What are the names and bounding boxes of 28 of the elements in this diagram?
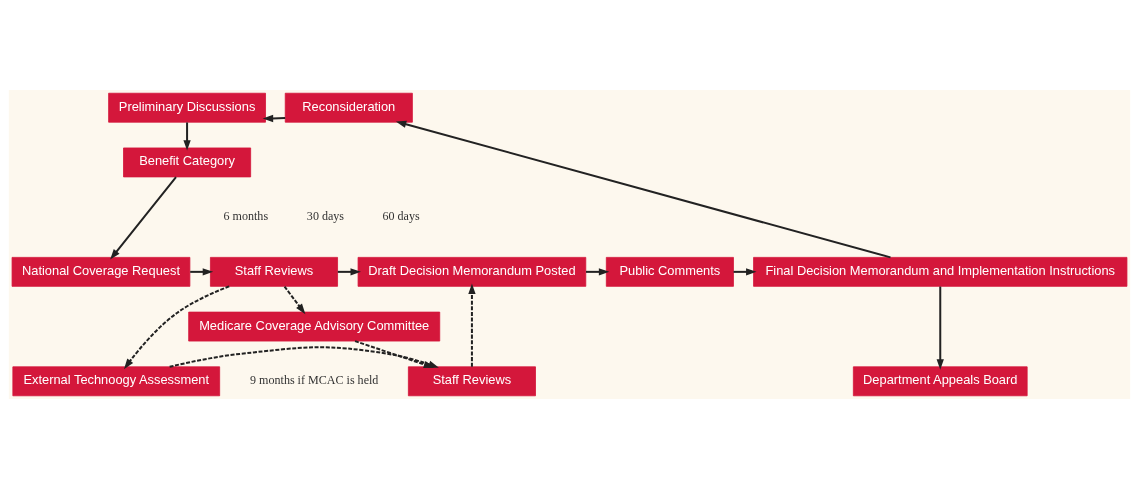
label: 60 days: [382, 208, 420, 223]
arrow: [337, 267, 361, 276]
node-box: Department Appeals Board: [852, 365, 1028, 396]
arrow: [354, 339, 435, 368]
arrow: [936, 286, 944, 370]
label: 6 months: [223, 208, 269, 223]
node-box: Final Decision Memorandum and Implementation Instructions: [753, 256, 1128, 287]
arrow: [395, 120, 891, 258]
arrow: [183, 121, 191, 151]
arrow: [123, 284, 230, 369]
node-box: Preliminary Discussions: [108, 92, 266, 123]
node-box: National Coverage Request: [11, 256, 191, 287]
node-box: Staff Reviews: [407, 365, 536, 396]
node-box: Medicare Coverage Advisory Committee: [188, 311, 441, 341]
arrow: [283, 285, 306, 314]
node-box: Public Comments: [605, 256, 734, 287]
arrow: [586, 267, 610, 276]
node-box: Staff Reviews: [210, 256, 338, 287]
label: 9 months if MCAC is held: [250, 372, 379, 387]
arrow: [190, 267, 214, 276]
node-box: External Technoogy Assessment: [12, 365, 221, 396]
label: 30 days: [306, 208, 345, 223]
arrow: [110, 175, 177, 260]
arrow: [468, 283, 476, 367]
node-box: Draft Decision Memorandum Posted: [357, 256, 587, 287]
arrow: [262, 114, 286, 122]
node-box: Benefit Category: [123, 147, 252, 177]
node-box: Reconsideration: [284, 92, 413, 123]
